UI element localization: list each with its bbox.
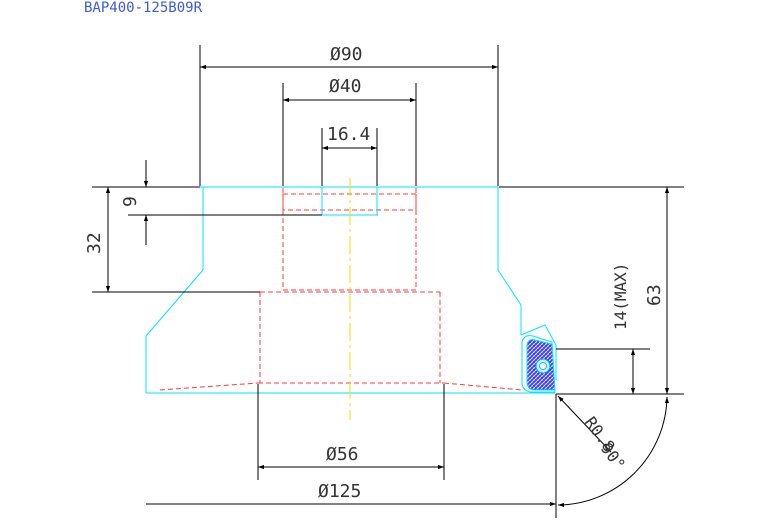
hidden-lines [159, 188, 523, 391]
dim-dia-125: Ø125 [318, 481, 361, 502]
dim-dia-90: Ø90 [330, 44, 363, 65]
dim-depth-9: 9 [120, 196, 141, 207]
dim-width-16-4: 16.4 [327, 124, 370, 145]
dim-insert-14-max: 14(MAX) [611, 263, 630, 330]
dim-height-32: 32 [84, 232, 105, 254]
dim-dia-56: Ø56 [326, 444, 359, 465]
dim-dia-40: Ø40 [329, 76, 362, 97]
dim-height-63: 63 [644, 284, 665, 306]
cutting-insert [526, 339, 556, 391]
dimension-lines [92, 45, 684, 518]
part-number-title: BAP400-125B09R [84, 0, 203, 16]
